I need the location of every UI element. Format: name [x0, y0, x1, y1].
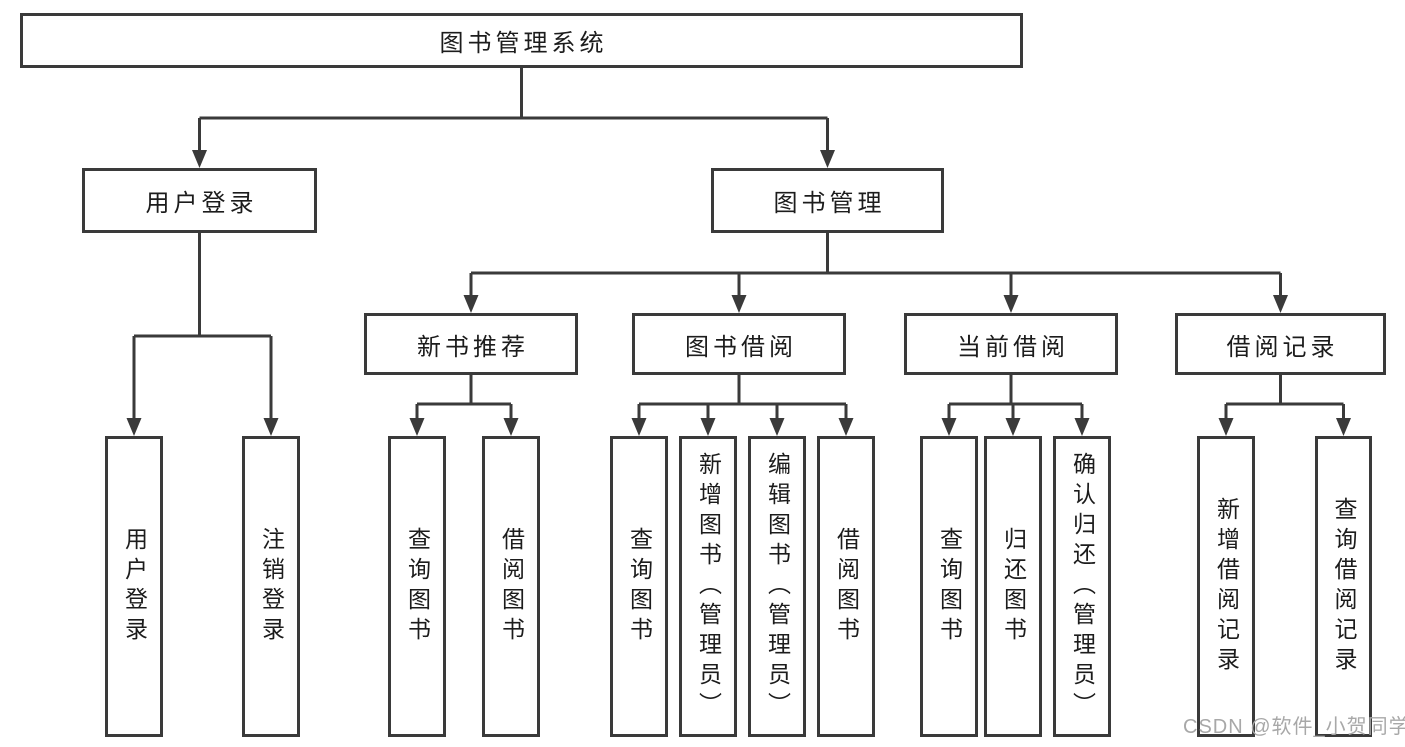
- connector-new-book-children: [409, 375, 519, 436]
- leaf-records-add-borrow-record: 新增借阅记录: [1197, 436, 1255, 737]
- connector-book-borrowing-children: [631, 375, 854, 436]
- node-label: 图书借阅: [685, 333, 797, 361]
- leaf-user-login: 用户登录: [105, 436, 163, 737]
- leaf-logout: 注销登录: [242, 436, 300, 737]
- node-label: 查询图书: [404, 526, 431, 647]
- node-label: 借阅图书: [833, 526, 860, 647]
- node-label: 借阅记录: [1226, 333, 1339, 361]
- node-borrowing-records: 借阅记录: [1175, 313, 1386, 375]
- leaf-borrow-edit-books-admin: 编辑图书（管理员）: [748, 436, 806, 737]
- node-label: 编辑图书（管理员）: [764, 451, 791, 722]
- connector-line: [469, 233, 1282, 296]
- node-book-management: 图书管理: [711, 168, 944, 233]
- node-label: 查询借阅记录: [1331, 496, 1357, 677]
- arrowhead: [631, 418, 854, 436]
- leaf-borrow-query-books: 查询图书: [610, 436, 668, 737]
- node-label: 新增借阅记录: [1213, 496, 1240, 677]
- node-label: 注销登录: [258, 526, 285, 647]
- connector-root-to-branches: [192, 68, 835, 168]
- leaf-newbook-query-books: 查询图书: [388, 436, 446, 737]
- connector-line: [637, 375, 848, 420]
- leaf-current-return-books: 归还图书: [984, 436, 1042, 737]
- node-label: 借阅图书: [498, 526, 525, 647]
- arrowhead: [409, 418, 519, 436]
- leaf-borrow-add-books-admin: 新增图书（管理员）: [679, 436, 737, 737]
- connector-line: [132, 233, 273, 420]
- node-book-borrowing: 图书借阅: [632, 313, 846, 375]
- arrowhead: [126, 418, 279, 436]
- node-current-borrowing: 当前借阅: [904, 313, 1118, 375]
- connector-user-login-children: [126, 233, 279, 436]
- csdn-watermark: CSDN @软件_小贺同学: [1183, 716, 1405, 738]
- connector-line: [1224, 375, 1345, 420]
- connector-current-borrowing-children: [941, 375, 1090, 436]
- node-label: 用户登录: [145, 190, 258, 217]
- leaf-borrow-borrow-books: 借阅图书: [817, 436, 875, 737]
- node-user-login: 用户登录: [82, 168, 317, 233]
- connector-line: [198, 68, 829, 151]
- node-label: 查询图书: [626, 526, 653, 647]
- connector-line: [415, 375, 513, 420]
- leaf-current-query-books: 查询图书: [920, 436, 978, 737]
- arrowhead: [463, 295, 1288, 313]
- node-library-system: 图书管理系统: [20, 13, 1023, 68]
- node-label: 确认归还（管理员）: [1069, 451, 1096, 722]
- arrowhead: [941, 418, 1090, 436]
- node-label: 用户登录: [121, 526, 148, 647]
- node-label: 当前借阅: [957, 333, 1069, 361]
- node-new-book-recommendation: 新书推荐: [364, 313, 578, 375]
- arrowhead: [192, 150, 835, 168]
- node-label: 图书管理: [773, 190, 886, 217]
- node-label: 查询图书: [936, 526, 963, 647]
- node-label: 图书管理系统: [439, 30, 608, 57]
- leaf-records-query-borrow-record: 查询借阅记录: [1315, 436, 1372, 737]
- node-label: 归还图书: [1000, 526, 1027, 647]
- connector-book-management-children: [463, 233, 1288, 313]
- connector-borrowing-records-children: [1218, 375, 1351, 436]
- leaf-newbook-borrow-books: 借阅图书: [482, 436, 540, 737]
- arrowhead: [1218, 418, 1351, 436]
- connector-line: [947, 375, 1084, 420]
- node-label: 新书推荐: [417, 333, 529, 361]
- leaf-current-confirm-return-admin: 确认归还（管理员）: [1053, 436, 1111, 737]
- node-label: 新增图书（管理员）: [695, 451, 722, 722]
